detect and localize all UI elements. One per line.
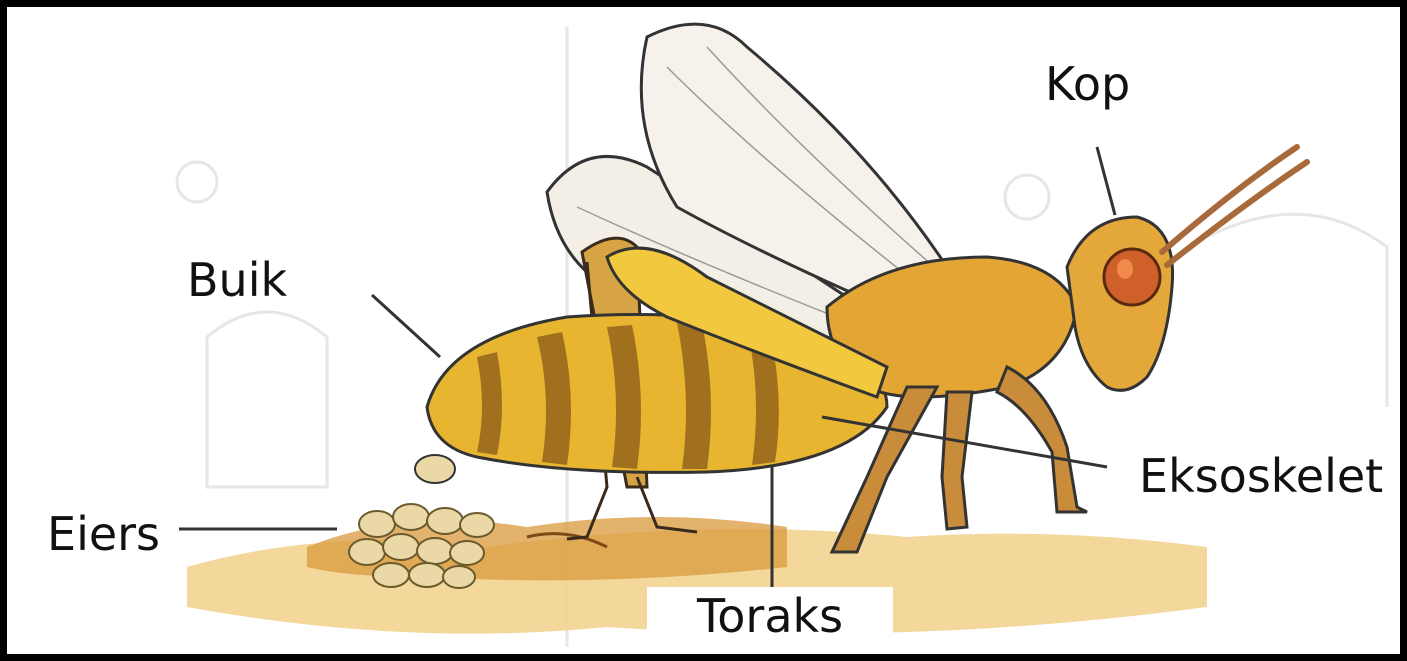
label-toraks: Toraks: [647, 587, 893, 649]
ovipositor: [415, 455, 455, 483]
leader-kop: [1097, 147, 1115, 215]
egg: [460, 513, 494, 537]
egg: [409, 563, 445, 587]
egg: [359, 511, 395, 537]
eye-highlight: [1117, 259, 1133, 279]
egg: [349, 539, 385, 565]
insect-illustration: [7, 7, 1407, 661]
eye: [1104, 249, 1160, 305]
label-eksoskelet: Eksoskelet: [1119, 447, 1397, 509]
label-kop: Kop: [1035, 57, 1140, 111]
label-eiers: Eiers: [37, 507, 170, 561]
egg: [427, 508, 463, 534]
egg: [443, 566, 475, 588]
egg: [417, 538, 453, 564]
label-buik: Buik: [177, 253, 297, 307]
egg: [383, 534, 419, 560]
egg: [393, 504, 429, 530]
egg: [450, 541, 484, 565]
leader-buik: [372, 295, 440, 357]
antennae: [1162, 147, 1307, 265]
egg: [373, 563, 409, 587]
